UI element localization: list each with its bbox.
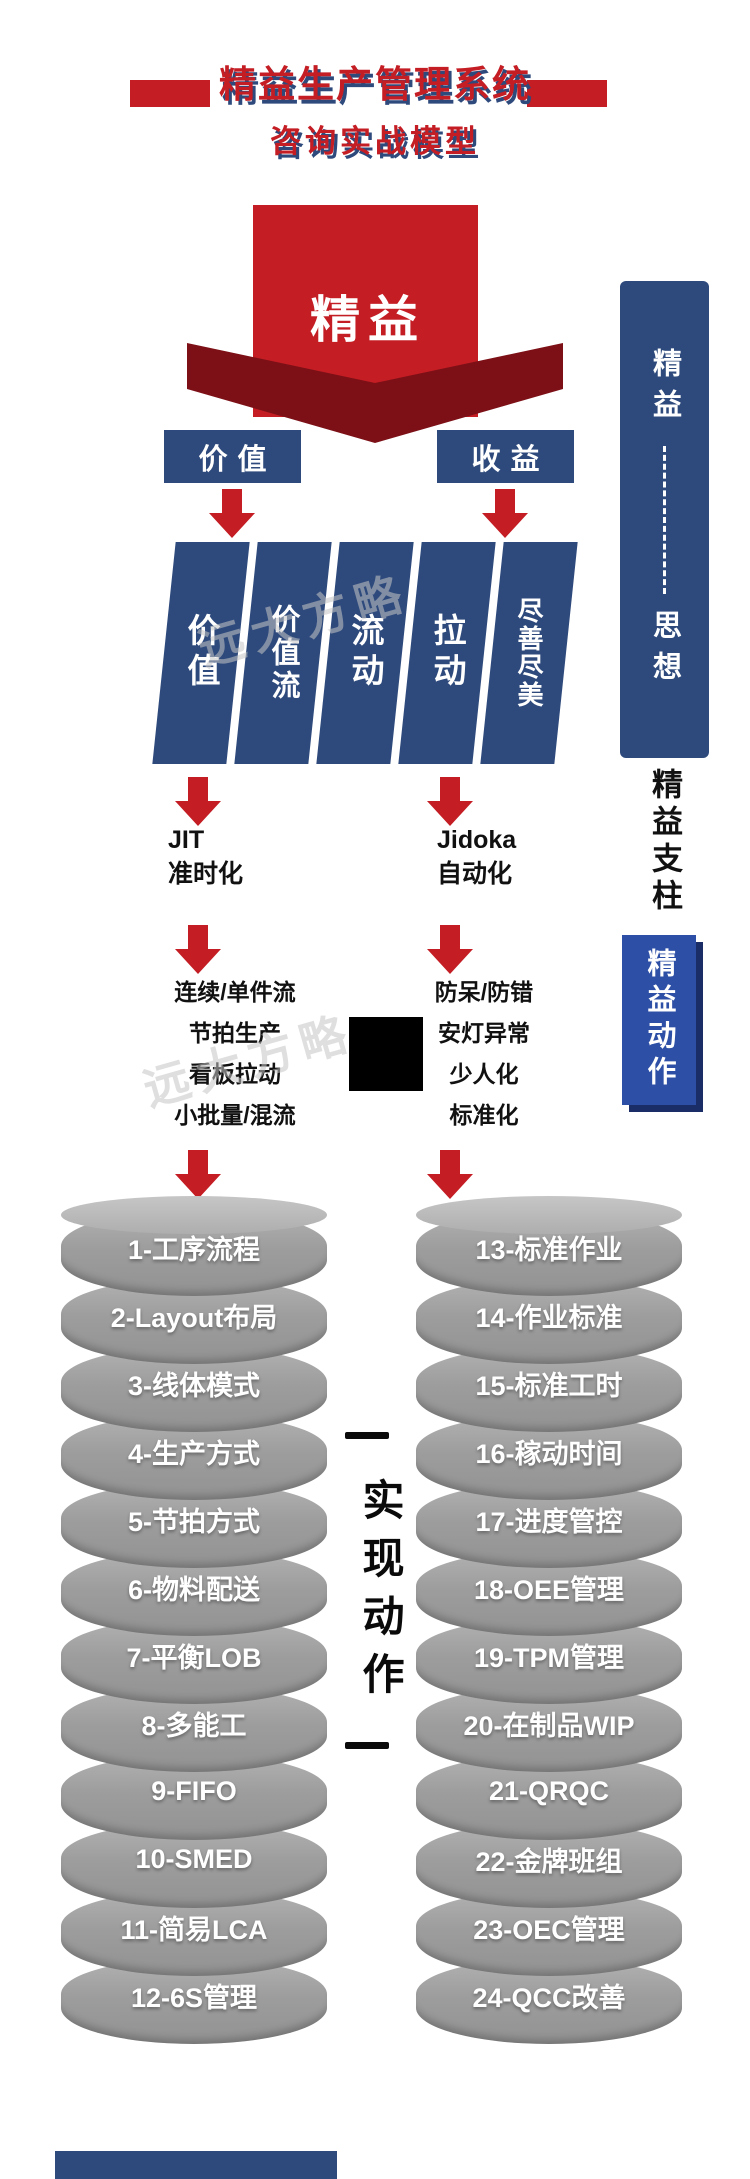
action-disc: 21-QRQC bbox=[416, 1754, 682, 1840]
tool-item: 连续/单件流 bbox=[174, 979, 296, 1005]
tool-item: 少人化 bbox=[449, 1061, 519, 1087]
down-arrow-icon bbox=[175, 1150, 221, 1199]
down-arrow-icon bbox=[209, 489, 255, 538]
pillar-label: 拉动 bbox=[429, 613, 466, 693]
separator-dash-bottom bbox=[345, 1742, 389, 1749]
separator-dash-top bbox=[345, 1432, 389, 1439]
tool-item: 节拍生产 bbox=[189, 1020, 281, 1046]
principle-pillar: 价值流 bbox=[234, 542, 332, 764]
jidoka-desc: 自动化 bbox=[437, 859, 513, 888]
banner-wing-left bbox=[187, 343, 375, 443]
principle-pillar: 尽善尽美 bbox=[480, 542, 578, 764]
down-arrow-icon bbox=[175, 925, 221, 974]
thought-label-bottom: 思想 bbox=[648, 609, 681, 692]
lean-thought-bar: 精益 思想 bbox=[620, 281, 709, 758]
down-arrow-icon bbox=[482, 489, 528, 538]
stack-top-cap bbox=[416, 1196, 682, 1234]
tool-item: 看板拉动 bbox=[189, 1061, 281, 1087]
principle-pillar: 流动 bbox=[316, 542, 414, 764]
jit-desc: 准时化 bbox=[168, 859, 244, 888]
title-line1: 精益生产管理系统 bbox=[219, 64, 531, 105]
dashed-line bbox=[663, 445, 666, 594]
lean-pillars-caption: 精益支柱 bbox=[647, 768, 682, 916]
lean-actions-box: 精益动作 bbox=[622, 935, 696, 1105]
action-disc: 12-6S管理 bbox=[61, 1958, 327, 2044]
down-arrow-icon bbox=[427, 925, 473, 974]
jidoka-tools-list: 防呆/防错安灯异常少人化标准化 bbox=[389, 972, 579, 1136]
pillar-label: 价值 bbox=[183, 613, 220, 693]
pillar-label: 流动 bbox=[347, 613, 384, 693]
pillar-label: 尽善尽美 bbox=[513, 597, 544, 709]
page-title: 精益生产管理系统 咨询实战模型 bbox=[175, 54, 575, 161]
action-disc: 22-金牌班组 bbox=[416, 1822, 682, 1908]
value-box: 价值 bbox=[164, 430, 301, 483]
tool-item: 安灯异常 bbox=[438, 1020, 530, 1046]
banner-label: 精益 bbox=[310, 292, 426, 348]
stack-top-cap bbox=[61, 1196, 327, 1234]
benefit-box: 收益 bbox=[437, 430, 574, 483]
jit-tools-list: 连续/单件流节拍生产看板拉动小批量/混流 bbox=[140, 972, 330, 1136]
down-arrow-icon bbox=[427, 777, 473, 826]
principle-pillar: 价值 bbox=[152, 542, 250, 764]
tool-item: 标准化 bbox=[449, 1102, 519, 1128]
thought-label-top: 精益 bbox=[648, 347, 681, 430]
down-arrow-icon bbox=[427, 1150, 473, 1199]
jidoka-method: Jidoka 自动化 bbox=[437, 824, 516, 892]
tool-item: 防呆/防错 bbox=[434, 979, 534, 1005]
action-disc: 18-OEE管理 bbox=[416, 1550, 682, 1636]
principle-pillar: 拉动 bbox=[398, 542, 496, 764]
footer-bar bbox=[55, 2151, 337, 2179]
implementation-actions-label: 实现动作 bbox=[357, 1478, 404, 1710]
title-accent-block-left bbox=[130, 80, 210, 107]
lean-actions-label: 精益动作 bbox=[643, 948, 675, 1092]
logo-block bbox=[349, 1017, 423, 1091]
tool-item: 小批量/混流 bbox=[174, 1102, 296, 1128]
action-disc: 20-在制品WIP bbox=[416, 1686, 682, 1772]
down-arrow-icon bbox=[175, 777, 221, 826]
jidoka-name: Jidoka bbox=[437, 826, 517, 854]
pillar-label: 价值流 bbox=[267, 603, 299, 703]
title-line2: 咨询实战模型 bbox=[270, 124, 480, 159]
banner-wing-right bbox=[375, 343, 563, 443]
title-accent-block-right bbox=[527, 80, 607, 107]
jit-name: JIT bbox=[168, 826, 205, 854]
jit-method: JIT 准时化 bbox=[168, 824, 243, 892]
lean-ribbon-banner: 精益 bbox=[187, 205, 563, 443]
